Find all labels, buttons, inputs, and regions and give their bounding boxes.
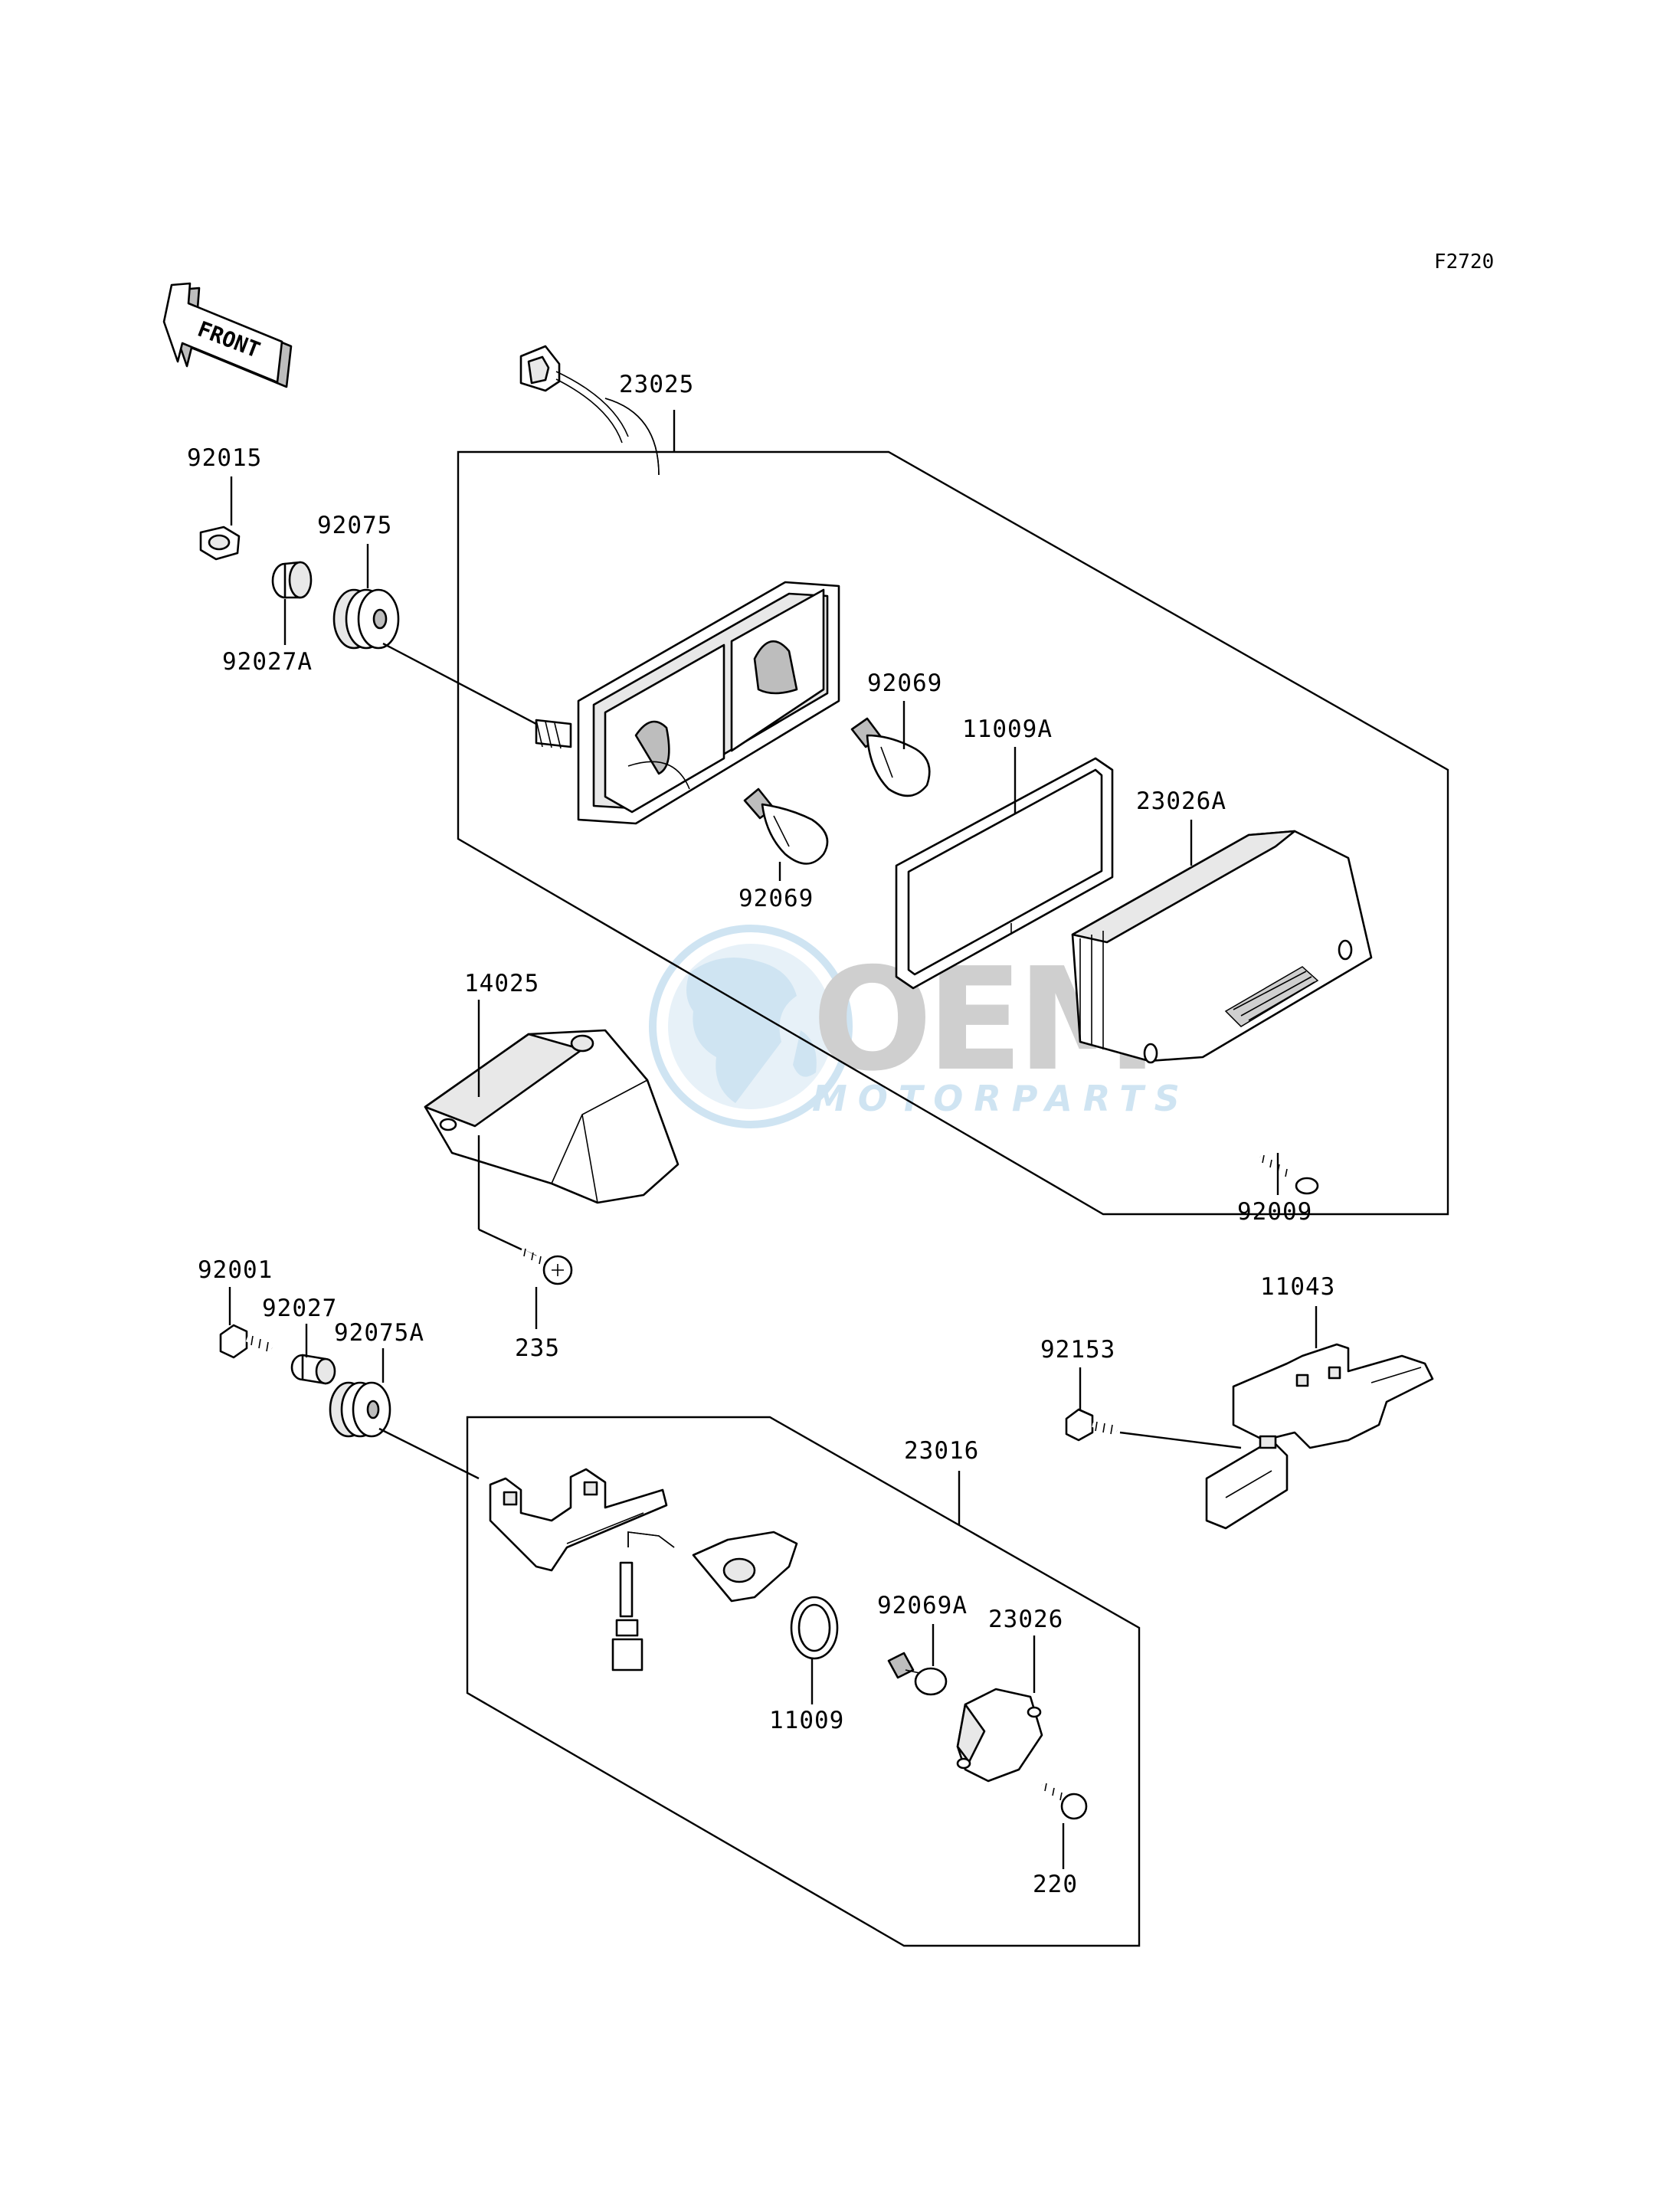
part-label-23016: 23016 xyxy=(904,1437,979,1465)
license-bracket-11043 xyxy=(1205,1343,1434,1530)
collar-92027 xyxy=(290,1354,336,1385)
part-label-235: 235 xyxy=(515,1334,560,1362)
part-label-14025: 14025 xyxy=(464,970,539,997)
leader-92075-to-housing xyxy=(382,642,537,725)
bolt-92001 xyxy=(219,1324,273,1359)
part-label-92069-top: 92069 xyxy=(867,670,942,697)
gasket-11009A xyxy=(895,757,1114,990)
license-light-bracket xyxy=(489,1468,798,1671)
part-label-92153: 92153 xyxy=(1040,1336,1115,1364)
grommet-92075 xyxy=(332,588,400,650)
lens-23026A xyxy=(1071,830,1373,1064)
part-label-92075A: 92075A xyxy=(334,1319,424,1347)
part-label-23025: 23025 xyxy=(619,371,694,398)
part-label-92001: 92001 xyxy=(198,1256,273,1284)
part-label-92027A: 92027A xyxy=(222,648,313,676)
part-label-92015: 92015 xyxy=(187,444,262,472)
part-label-92075: 92075 xyxy=(317,512,392,539)
grommet-92075A xyxy=(329,1381,391,1438)
leader-92075A-to-bracket xyxy=(378,1427,480,1480)
assembly-outline-23016 xyxy=(466,1416,1141,1947)
part-label-92027: 92027 xyxy=(262,1295,337,1322)
part-label-92069A: 92069A xyxy=(877,1592,968,1619)
watermark: OEM MOTORPARTS xyxy=(649,925,1190,1128)
part-label-23026A: 23026A xyxy=(1136,787,1226,815)
part-label-11009A: 11009A xyxy=(962,715,1053,743)
part-label-220: 220 xyxy=(1033,1871,1078,1898)
screw-220 xyxy=(1040,1783,1088,1820)
bulb-92069-top xyxy=(850,717,931,797)
gasket-11009 xyxy=(790,1596,839,1660)
bulb-92069A xyxy=(887,1652,948,1696)
lens-23026 xyxy=(956,1688,1043,1783)
cover-14025 xyxy=(424,1029,680,1204)
diagram-code: F2720 xyxy=(1434,250,1494,273)
part-label-92009: 92009 xyxy=(1237,1198,1312,1226)
part-label-23026: 23026 xyxy=(988,1606,1063,1633)
screw-235 xyxy=(519,1248,573,1285)
nut-92015 xyxy=(199,526,241,561)
front-direction-arrow-icon: FRONT xyxy=(162,282,293,388)
part-label-11043: 11043 xyxy=(1260,1273,1335,1301)
bolt-92153 xyxy=(1065,1408,1118,1442)
part-label-11009: 11009 xyxy=(769,1707,844,1734)
part-label-92069-bottom: 92069 xyxy=(738,885,814,912)
tail-light-housing xyxy=(519,345,840,825)
leader-92153-to-bracket xyxy=(1119,1431,1242,1449)
screw-92009 xyxy=(1259,1154,1319,1195)
watermark-sub: MOTORPARTS xyxy=(812,1078,1190,1119)
assembly-outline-23025 xyxy=(457,450,1449,1216)
part-labels: 23025 92015 92075 92027A 92069 11009A 23… xyxy=(187,371,1335,1898)
collar-92027A xyxy=(271,561,313,599)
bulb-92069-bottom xyxy=(743,787,829,865)
